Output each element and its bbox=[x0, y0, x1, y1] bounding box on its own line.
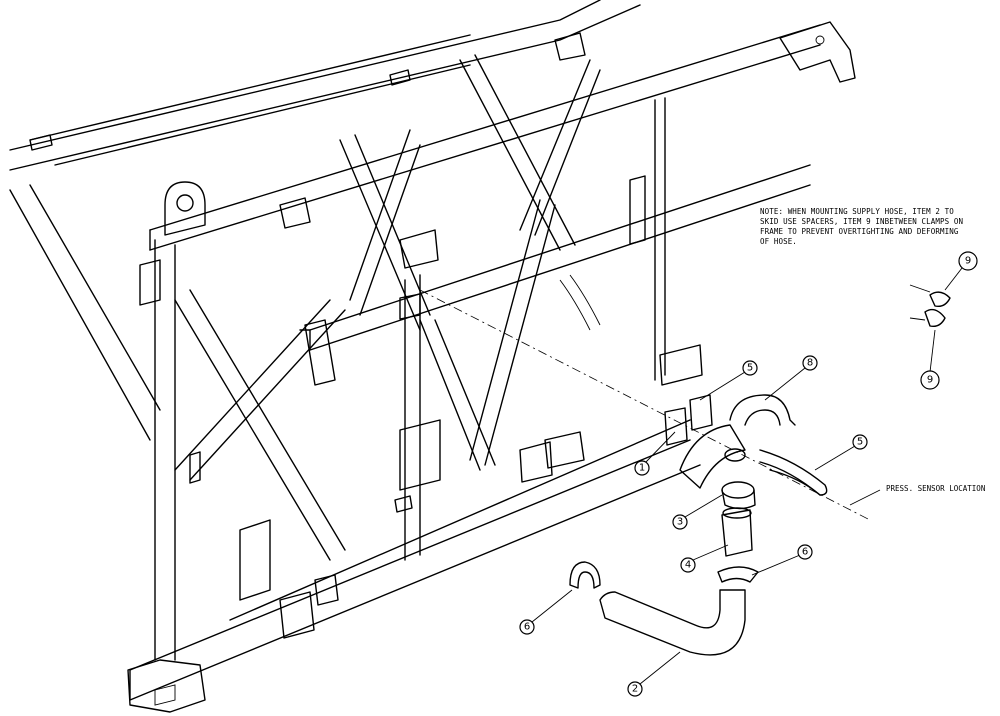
press-sensor-location-label: PRESS. SENSOR LOCATION bbox=[886, 484, 986, 493]
note-line-2: SKID USE SPACERS, ITEM 9 INBETWEEN CLAMP… bbox=[760, 217, 964, 226]
centerline bbox=[419, 289, 871, 521]
callout-9-bottom bbox=[920, 370, 940, 390]
skid-frame bbox=[9, 0, 856, 713]
callout-6-left bbox=[519, 619, 535, 635]
callout-8-label: 8 bbox=[807, 358, 813, 369]
callout-2-label: 2 bbox=[632, 684, 638, 695]
callout-1-label: 1 bbox=[639, 463, 645, 474]
callout-8 bbox=[802, 355, 818, 371]
callout-6-left-label: 6 bbox=[524, 622, 530, 633]
mounting-note: NOTE: WHEN MOUNTING SUPPLY HOSE, ITEM 2 … bbox=[760, 207, 990, 247]
note-line-3: FRAME TO PREVENT OVERTIGHTING AND DEFORM… bbox=[760, 227, 959, 236]
callout-4-label: 4 bbox=[685, 560, 691, 571]
callout-3-label: 3 bbox=[677, 517, 683, 528]
callout-6-right bbox=[797, 544, 813, 560]
sensor-leader-line bbox=[849, 489, 881, 506]
callout-9-top-label: 9 bbox=[965, 256, 971, 267]
callout-5-right-label: 5 bbox=[857, 437, 863, 448]
callout-5-upper-label: 5 bbox=[747, 363, 753, 374]
callout-6-right-label: 6 bbox=[802, 547, 808, 558]
callout-9-bottom-label: 9 bbox=[927, 375, 933, 386]
callout-5-upper bbox=[742, 360, 758, 376]
callout-3 bbox=[672, 514, 688, 530]
callout-9-top bbox=[958, 251, 978, 271]
callout-4 bbox=[680, 557, 696, 573]
parts-group bbox=[569, 284, 951, 656]
callout-5-right bbox=[852, 434, 868, 450]
note-line-1: NOTE: WHEN MOUNTING SUPPLY HOSE, ITEM 2 … bbox=[760, 207, 954, 216]
note-line-4: OF HOSE. bbox=[760, 237, 797, 246]
callout-2 bbox=[627, 681, 643, 697]
callouts: 9 9 5 8 5 1 3 4 6 6 bbox=[519, 251, 978, 697]
callout-1 bbox=[634, 460, 650, 476]
